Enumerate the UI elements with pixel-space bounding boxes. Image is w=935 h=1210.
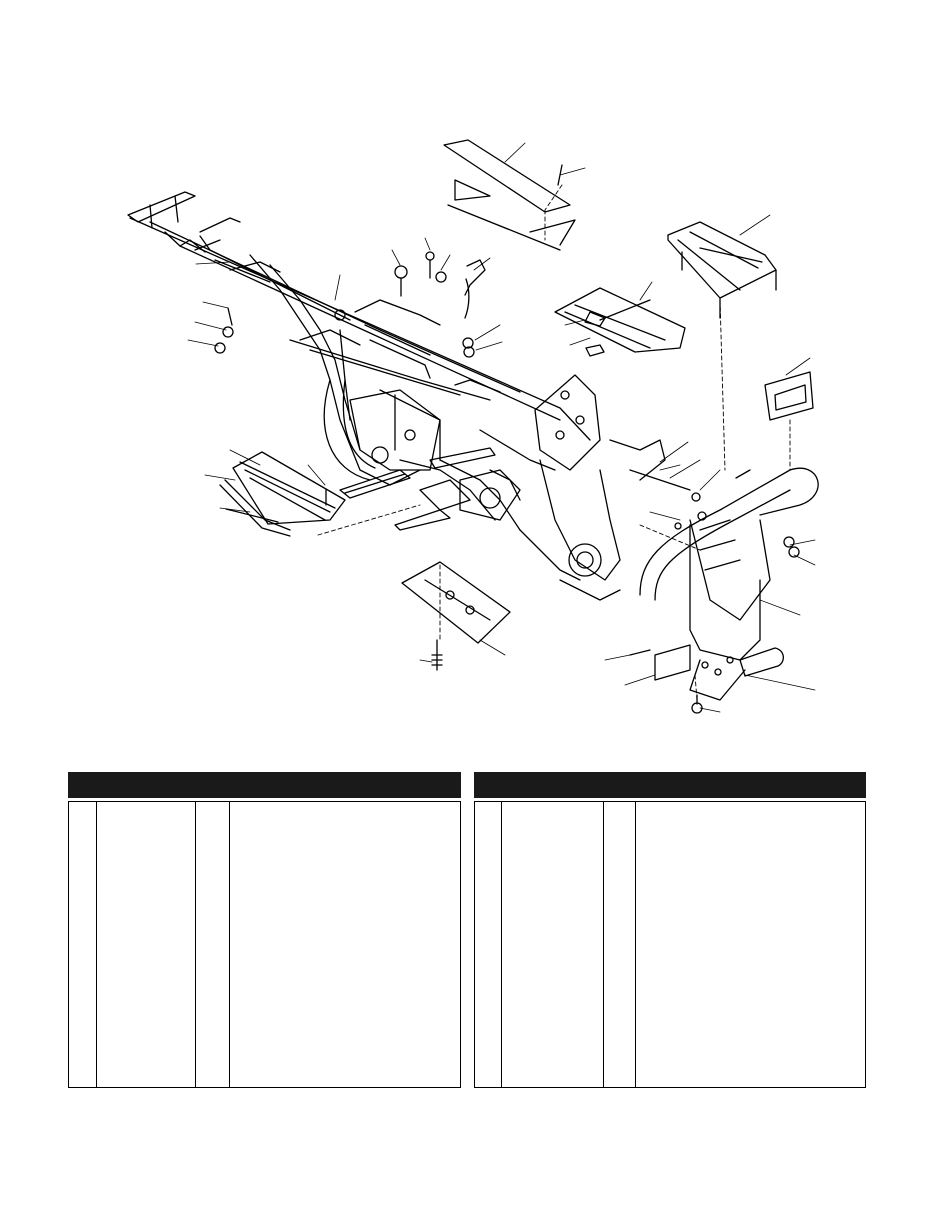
- col-divider: [229, 802, 230, 1087]
- engine-cradle: [419, 469, 521, 521]
- table-body-left: [68, 801, 461, 1088]
- table-body-right: [474, 801, 866, 1088]
- footrest-right: [394, 447, 496, 531]
- rear-subframe: [127, 191, 241, 251]
- assembly-lines: [317, 184, 791, 701]
- bolt-bottom: [431, 639, 443, 671]
- tow-hook: [739, 647, 784, 677]
- front-plate: [534, 374, 691, 601]
- col-divider: [603, 802, 604, 1087]
- headlight-box: [764, 371, 814, 421]
- side-plate: [349, 389, 441, 471]
- table-header-left: [68, 772, 461, 798]
- fasteners: [214, 164, 800, 714]
- top-bracket: [443, 139, 576, 251]
- col-divider: [195, 802, 196, 1087]
- footboard: [219, 451, 346, 537]
- col-divider: [635, 802, 636, 1087]
- col-divider: [96, 802, 97, 1087]
- bumper-bracket: [654, 644, 691, 681]
- skid-plate: [401, 561, 511, 644]
- col-divider: [501, 802, 502, 1087]
- parts-table-right: [474, 772, 866, 1088]
- parts-table-left: [68, 772, 461, 1088]
- table-header-right: [474, 772, 866, 798]
- footrest-left: [339, 469, 411, 499]
- front-carrier: [554, 287, 686, 357]
- callout-leaders: [187, 142, 816, 713]
- front-bumper: [639, 467, 819, 701]
- main-frame: [129, 217, 591, 581]
- rear-carrier: [667, 221, 777, 319]
- exploded-frame-diagram: [127, 139, 819, 714]
